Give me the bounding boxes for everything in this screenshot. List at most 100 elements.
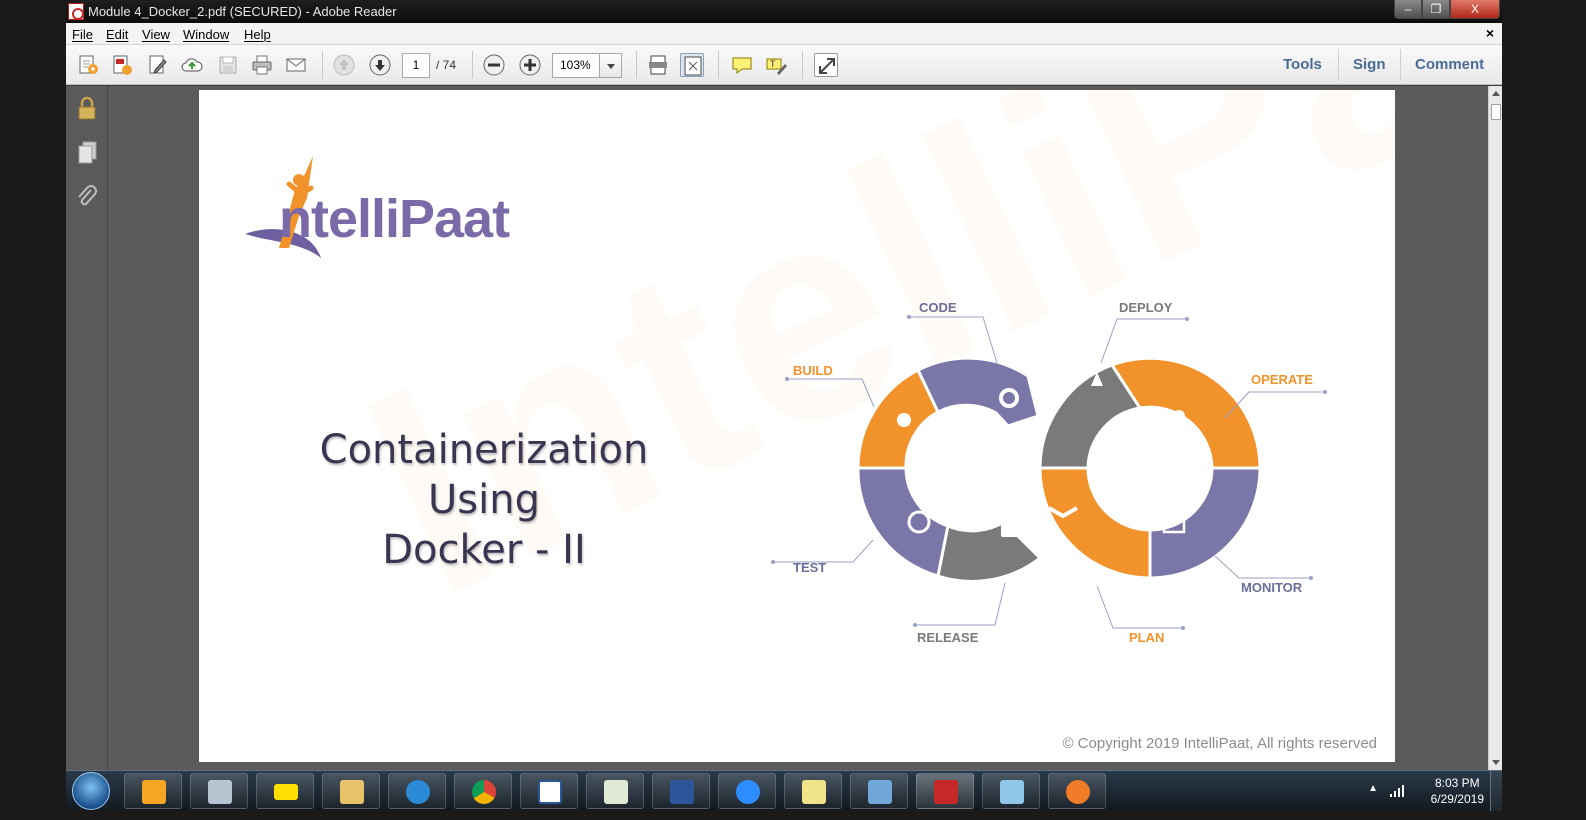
display-icon xyxy=(868,780,892,804)
previous-page-icon[interactable] xyxy=(332,53,356,77)
close-button[interactable]: X xyxy=(1450,0,1500,19)
taskbar-internet-explorer[interactable] xyxy=(388,773,446,809)
sign-pane-link[interactable]: Sign xyxy=(1353,56,1386,73)
zoom-level-input[interactable]: 103% xyxy=(552,53,600,78)
highlight-text-icon[interactable]: T xyxy=(764,53,788,77)
page-number-input[interactable]: 1 xyxy=(402,53,430,78)
lightbulb-icon xyxy=(897,413,911,427)
label-release: RELEASE xyxy=(917,630,979,645)
full-screen-icon[interactable] xyxy=(814,53,838,77)
zoom-out-icon[interactable] xyxy=(482,53,506,77)
gear-icon xyxy=(999,388,1019,408)
taskbar-chrome[interactable] xyxy=(454,773,512,809)
monitor-icon xyxy=(1162,516,1186,534)
taskbar-word[interactable] xyxy=(652,773,710,809)
menu-window[interactable]: Window xyxy=(183,27,230,42)
show-desktop-button[interactable] xyxy=(1490,771,1502,811)
devops-cycle-diagram: CODE DEPLOY BUILD OPERATE TEST MONITOR R… xyxy=(769,290,1349,665)
print-icon[interactable] xyxy=(250,53,274,77)
copyright-notice: © Copyright 2019 IntelliPaat, All rights… xyxy=(1062,735,1377,752)
scroll-up-icon[interactable] xyxy=(1492,91,1500,96)
comment-pane-link[interactable]: Comment xyxy=(1415,56,1485,73)
taskbar-chart-app[interactable] xyxy=(586,773,644,809)
show-hidden-icons-icon[interactable]: ▲ xyxy=(1368,783,1378,794)
maximize-button[interactable]: ❐ xyxy=(1422,0,1450,19)
word-icon xyxy=(670,780,694,804)
slide-title: Containerization Using Docker - II xyxy=(259,425,709,575)
devops-infinity-graphic xyxy=(771,315,1327,630)
window-title: Module 4_Docker_2.pdf (SECURED) - Adobe … xyxy=(88,4,397,19)
label-test: TEST xyxy=(793,560,827,575)
email-icon[interactable] xyxy=(284,53,308,77)
menu-view[interactable]: View xyxy=(142,27,170,42)
menu-edit[interactable]: Edit xyxy=(106,27,129,42)
slide-title-line-2: Docker - II xyxy=(382,527,586,573)
svg-text:T: T xyxy=(770,59,776,69)
taskbar-adobe-reader[interactable] xyxy=(916,773,974,809)
zoom-in-icon[interactable] xyxy=(518,53,542,77)
menu-help[interactable]: Help xyxy=(244,27,271,42)
idea-icon xyxy=(274,784,298,800)
fit-window-icon[interactable] xyxy=(680,53,704,77)
close-document-icon[interactable]: × xyxy=(1485,25,1494,41)
adobe-reader-icon xyxy=(934,780,958,804)
taskbar-sticky-notes[interactable] xyxy=(784,773,842,809)
operator-icon xyxy=(1173,410,1185,422)
document-viewer[interactable]: IntelliPaat ntelliPaat Containerization … xyxy=(108,86,1488,770)
lock-icon[interactable] xyxy=(75,96,99,122)
taskbar-notepad[interactable] xyxy=(982,773,1040,809)
taskbar-zoom[interactable] xyxy=(718,773,776,809)
windows-taskbar: ▲ 8:03 PM 6/29/2019 xyxy=(66,770,1502,811)
tools-pane-link[interactable]: Tools xyxy=(1283,56,1322,73)
minimize-button[interactable]: – xyxy=(1394,0,1422,19)
target-icon xyxy=(907,510,931,534)
create-pdf-icon[interactable] xyxy=(76,53,100,77)
sticky-note-icon[interactable] xyxy=(730,53,754,77)
navigation-pane xyxy=(66,86,108,770)
logo-wordmark: ntelliPaat xyxy=(279,189,510,249)
rocket-icon xyxy=(1091,372,1103,386)
clock-time: 8:03 PM xyxy=(1434,776,1480,790)
label-build: BUILD xyxy=(793,363,833,378)
system-clock[interactable]: 8:03 PM 6/29/2019 xyxy=(1431,775,1484,807)
save-icon[interactable] xyxy=(216,53,240,77)
label-deploy: DEPLOY xyxy=(1119,300,1173,315)
fit-page-icon[interactable] xyxy=(646,53,670,77)
export-pdf-icon[interactable] xyxy=(110,53,134,77)
scroll-down-icon[interactable] xyxy=(1492,760,1500,765)
internet-explorer-icon xyxy=(406,780,430,804)
toolbar: 1 / 74 103% T Tools Sign C xyxy=(66,45,1502,85)
handshake-icon xyxy=(1048,506,1078,519)
zoom-icon xyxy=(736,780,760,804)
menu-file[interactable]: File xyxy=(72,27,93,42)
title-bar: Module 4_Docker_2.pdf (SECURED) - Adobe … xyxy=(66,0,1502,23)
next-page-icon[interactable] xyxy=(368,53,392,77)
taskbar-idea[interactable] xyxy=(256,773,314,809)
taskbar-display[interactable] xyxy=(850,773,908,809)
zoom-dropdown-button[interactable] xyxy=(600,53,622,78)
label-operate: OPERATE xyxy=(1251,372,1313,387)
network-signal-icon[interactable] xyxy=(1390,785,1404,797)
clock-date: 6/29/2019 xyxy=(1430,792,1484,806)
page-total: / 74 xyxy=(436,58,457,72)
folder-icon xyxy=(340,780,364,804)
sticky-notes-icon xyxy=(802,780,826,804)
label-code: CODE xyxy=(919,300,957,315)
slide-title-line-1: Containerization Using xyxy=(319,427,649,523)
cloud-upload-icon[interactable] xyxy=(180,53,204,77)
photos-icon xyxy=(1066,780,1090,804)
notepad-icon xyxy=(1000,780,1024,804)
label-monitor: MONITOR xyxy=(1241,580,1303,595)
adobe-reader-app-icon[interactable] xyxy=(68,3,84,20)
vertical-scrollbar[interactable] xyxy=(1488,86,1502,770)
taskbar-photos[interactable] xyxy=(1048,773,1106,809)
start-button[interactable] xyxy=(72,772,110,810)
attachment-icon[interactable] xyxy=(75,184,99,210)
taskbar-calculator[interactable] xyxy=(190,773,248,809)
taskbar-file-explorer[interactable] xyxy=(322,773,380,809)
taskbar-word-doc[interactable] xyxy=(520,773,578,809)
taskbar-media-player[interactable] xyxy=(124,773,182,809)
pages-icon[interactable] xyxy=(75,140,99,166)
scroll-thumb[interactable] xyxy=(1491,104,1501,120)
edit-pdf-icon[interactable] xyxy=(146,53,170,77)
